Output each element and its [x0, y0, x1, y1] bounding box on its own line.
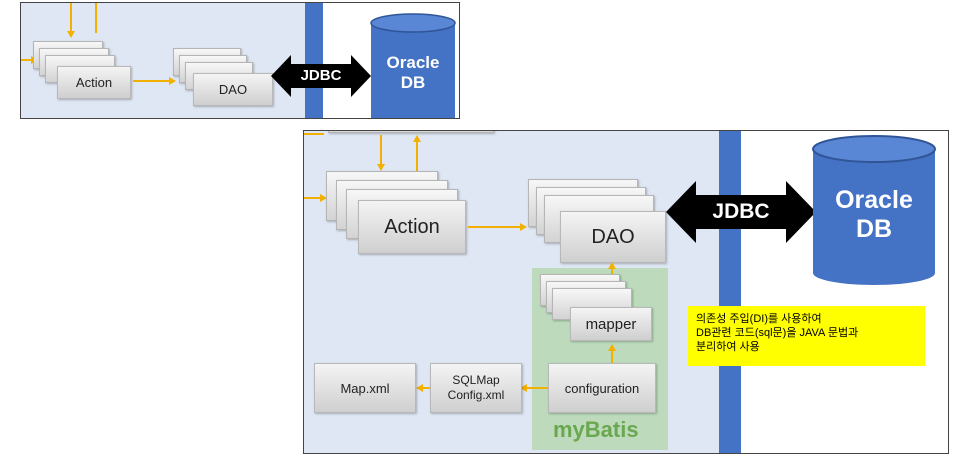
configuration-box: configuration [548, 363, 656, 413]
bottom-jdbc-arrow [666, 181, 816, 243]
top-jdbc-label: JDBC [300, 67, 342, 84]
top-arrow-action-dao [133, 80, 171, 82]
top-arrow-up [95, 3, 97, 33]
bottom-arrow-config-sqlmap [526, 387, 548, 389]
bottom-arrow-config-sqlmap-head [520, 384, 527, 392]
configuration-label: configuration [564, 380, 640, 396]
top-diagram-panel: Action DAO JDBC Oracle DB [20, 2, 460, 119]
top-db-cylinder-icon [370, 13, 456, 118]
bottom-dao-label: DAO [591, 225, 635, 248]
bottom-jdbc-label: JDBC [712, 200, 770, 223]
top-db-label: Oracle DB [370, 53, 456, 92]
top-action-label: Action [75, 75, 113, 90]
top-db-label-line2: DB [400, 72, 426, 92]
bottom-arrow-config-mapper [611, 349, 613, 363]
bottom-arrow-mapper-dao-head [608, 262, 616, 269]
top-db-label-line1: Oracle [386, 53, 440, 72]
bottom-diagram-panel: Action DAO mapper configuration SQLMap C… [303, 130, 949, 454]
bottom-db-cylinder-icon [812, 135, 936, 285]
top-dao-box: DAO [193, 73, 273, 106]
bottom-arrow-action-dao-head [520, 223, 527, 231]
bottom-dao-box: DAO [560, 211, 666, 263]
bottom-db-label-line2: DB [855, 214, 893, 243]
di-note: 의존성 주입(DI)를 사용하여 DB관련 코드(sql문)을 JAVA 문법과… [688, 306, 925, 366]
bottom-action-box: Action [358, 200, 466, 254]
top-arrow-action-dao-head [169, 77, 176, 85]
bottom-arrow-action-dao [468, 226, 522, 228]
top-action-box: Action [57, 66, 131, 99]
bottom-db-label: Oracle DB [812, 186, 936, 244]
bottom-arrow-mapper-dao [611, 267, 613, 279]
bottom-arrow-up-head [413, 135, 421, 142]
bottom-arrow-down [380, 135, 382, 165]
mapper-label: mapper [585, 315, 637, 333]
bottom-arrow-left-in-head [320, 194, 327, 202]
bottom-arrow-left-in [304, 197, 320, 199]
top-arrow-down [70, 3, 72, 33]
bottom-arrow-config-mapper-head [608, 344, 616, 351]
map-xml-box: Map.xml [314, 363, 416, 413]
bottom-upper-partial-box [328, 131, 494, 133]
bottom-arrow-sqlmap-map [422, 387, 430, 389]
map-xml-label: Map.xml [340, 380, 390, 396]
sqlmap-config-label: SQLMap Config.xml [447, 373, 505, 402]
bottom-arrow-down-head [377, 164, 385, 171]
bottom-db-label-line1: Oracle [835, 186, 913, 214]
top-arrow-down-head [67, 31, 75, 38]
top-dao-label: DAO [218, 82, 248, 97]
mybatis-label: myBatis [553, 417, 639, 442]
top-jdbc-arrow [271, 55, 371, 97]
top-divider-bar [305, 3, 323, 118]
bottom-arrow-up [416, 141, 418, 171]
bottom-arrow-sqlmap-map-head [416, 384, 423, 392]
sqlmap-config-box: SQLMap Config.xml [430, 363, 522, 413]
bottom-action-label: Action [384, 215, 440, 238]
mapper-box: mapper [570, 307, 652, 341]
bottom-arrow-top-left [304, 133, 324, 135]
top-arrow-left-in [21, 59, 31, 61]
